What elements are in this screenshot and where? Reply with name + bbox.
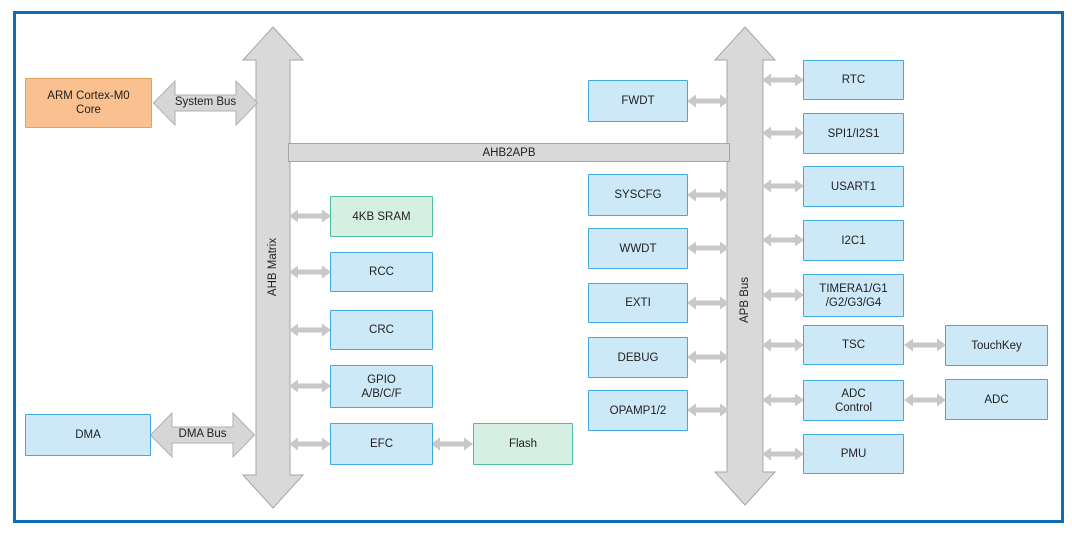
block-tsc: TSC (803, 325, 904, 365)
block-debug: DEBUG (588, 337, 688, 378)
diagram-frame (13, 11, 1064, 523)
arrow-ahb-rcc (289, 265, 331, 279)
block-syscfg: SYSCFG (588, 174, 688, 216)
apb-bus (713, 26, 777, 506)
block-arm-cortex-m0-core: ARM Cortex-M0 Core (25, 78, 152, 128)
block-rtc: RTC (803, 60, 904, 100)
arrow-adcctl-adc (904, 393, 946, 407)
block-spi1-i2s1: SPI1/I2S1 (803, 113, 904, 154)
block-efc: EFC (330, 423, 433, 465)
block-adc: ADC (945, 379, 1048, 420)
block-opamp: OPAMP1/2 (588, 390, 688, 431)
dma-bus-label: DMA Bus (178, 428, 227, 440)
ahb-matrix-label: AHB Matrix (267, 237, 279, 297)
block-4kb-sram: 4KB SRAM (330, 196, 433, 237)
arrow-apb-rtc (762, 73, 804, 87)
block-flash: Flash (473, 423, 573, 465)
block-pmu: PMU (803, 434, 904, 474)
arrow-apb-spi1 (762, 126, 804, 140)
ahb2apb-label: AHB2APB (482, 146, 536, 159)
block-touchkey: TouchKey (945, 325, 1048, 366)
arrow-ahb-crc (289, 323, 331, 337)
ahb2apb-bridge: AHB2APB (288, 143, 730, 162)
arrow-tsc-touchkey (904, 338, 946, 352)
arrow-exti-apb (687, 296, 729, 310)
arrow-fwdt-apb (687, 94, 729, 108)
arrow-apb-i2c1 (762, 233, 804, 247)
block-usart1: USART1 (803, 166, 904, 207)
arrow-wwdt-apb (687, 241, 729, 255)
arrow-ahb-sram (289, 209, 331, 223)
block-i2c1: I2C1 (803, 220, 904, 261)
arrow-ahb-efc (289, 437, 331, 451)
block-rcc: RCC (330, 252, 433, 292)
arrow-apb-usart1 (762, 179, 804, 193)
block-dma: DMA (25, 414, 151, 456)
arrow-efc-flash (431, 437, 473, 451)
block-timera: TIMERA1/G1 /G2/G3/G4 (803, 274, 904, 317)
arrow-apb-tsc (762, 338, 804, 352)
block-wwdt: WWDT (588, 228, 688, 269)
block-crc: CRC (330, 310, 433, 350)
block-fwdt: FWDT (588, 80, 688, 122)
arrow-ahb-gpio (289, 379, 331, 393)
arrow-opamp-apb (687, 403, 729, 417)
arrow-apb-pmu (762, 447, 804, 461)
system-bus-label: System Bus (174, 96, 237, 108)
arrow-debug-apb (687, 350, 729, 364)
arrow-apb-adc-control (762, 393, 804, 407)
arrow-apb-timera (762, 288, 804, 302)
block-gpio: GPIO A/B/C/F (330, 365, 433, 408)
block-exti: EXTI (588, 283, 688, 323)
apb-bus-label: APB Bus (739, 276, 751, 324)
block-adc-control: ADC Control (803, 380, 904, 421)
arrow-syscfg-apb (687, 188, 729, 202)
